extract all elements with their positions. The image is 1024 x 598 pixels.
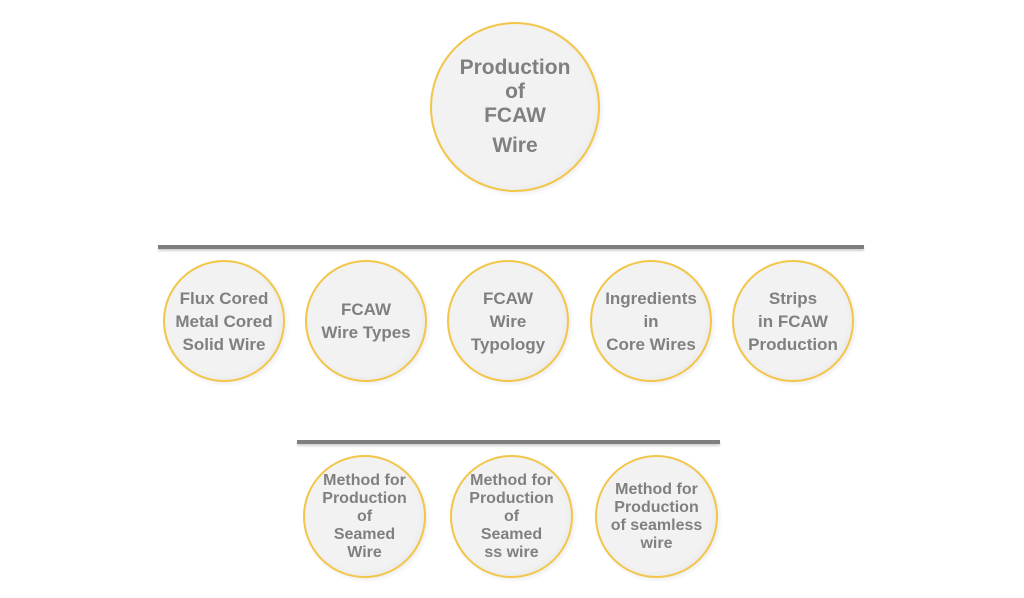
level3-divider-line (297, 440, 720, 444)
level2-divider-line (158, 245, 864, 249)
